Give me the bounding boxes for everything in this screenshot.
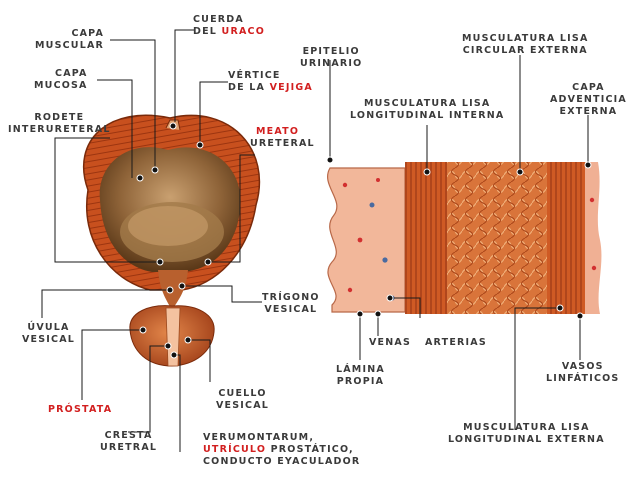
wall-cross-section <box>327 162 602 314</box>
leader-dots <box>136 122 592 359</box>
circular-muscle <box>447 162 547 314</box>
inner-longitudinal-muscle <box>405 162 447 314</box>
adventitia-layer <box>585 162 602 314</box>
leader-lines <box>41 29 589 452</box>
outer-longitudinal-muscle <box>547 162 585 314</box>
label-arterias: ARTERIAS <box>425 337 487 348</box>
label-cuerda-uraco: CUERDA DEL URACO <box>193 14 265 37</box>
label-verumontanum: VERUMONTARUM, UTRÍCULO PROSTÁTICO, CONDU… <box>203 432 361 467</box>
label-venas: VENAS <box>369 337 411 348</box>
bladder-section <box>82 114 261 367</box>
mucosa-layer <box>327 167 406 313</box>
label-vertice-vejiga: VÉRTICE DE LA VEJIGA <box>228 70 313 93</box>
label-prostata: PRÓSTATA <box>48 404 113 415</box>
